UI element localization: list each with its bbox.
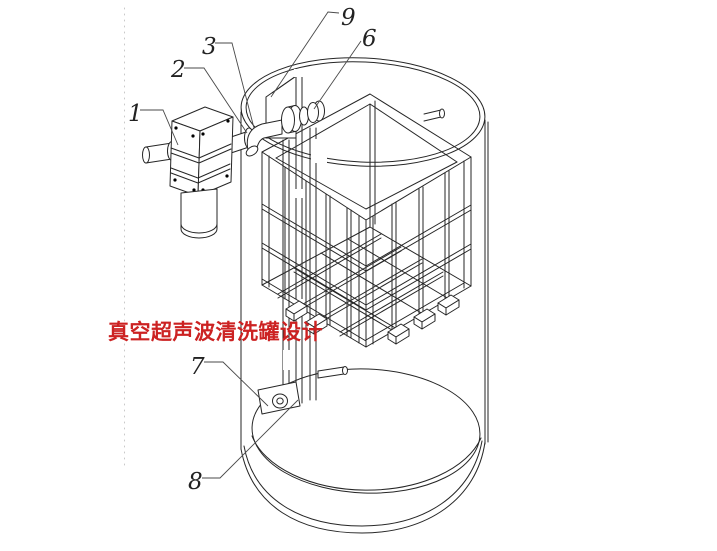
leader-line-1 bbox=[140, 109, 179, 146]
cage-slats-left bbox=[284, 166, 352, 339]
foot bbox=[305, 313, 328, 335]
elbow-mouth bbox=[245, 145, 259, 157]
callout-label-9: 9 bbox=[341, 5, 356, 31]
leader-line-6 bbox=[313, 40, 362, 110]
foot bbox=[413, 308, 436, 330]
cage-stub-rod bbox=[423, 108, 445, 122]
callout-label-6: 6 bbox=[362, 26, 377, 52]
gearbox-ribs bbox=[170, 143, 232, 184]
cage-corner-posts bbox=[261, 100, 472, 348]
carriage-block bbox=[311, 139, 327, 163]
tank bbox=[124, 7, 489, 534]
gearbox-side bbox=[197, 116, 234, 197]
drawing-title: 真空超声波清洗罐设计 bbox=[108, 320, 323, 344]
cage-feet bbox=[285, 294, 460, 345]
link-rod bbox=[317, 366, 345, 379]
callout-label-1: 1 bbox=[128, 101, 143, 127]
leader-line-7 bbox=[204, 361, 269, 407]
cage-top-face bbox=[261, 93, 472, 221]
callouts: 1 23 96 7 8 bbox=[128, 5, 377, 495]
motor-band bbox=[180, 223, 218, 234]
motor-body bbox=[180, 188, 218, 239]
callout-label-7: 7 bbox=[190, 354, 205, 380]
bracket-cap bbox=[294, 69, 307, 77]
foot bbox=[387, 323, 410, 345]
foot bbox=[285, 300, 308, 322]
callout-label-3: 3 bbox=[202, 34, 217, 60]
lift-column-foot bbox=[257, 366, 348, 415]
cage-slats-right bbox=[391, 170, 450, 333]
link-rod-end bbox=[342, 366, 348, 375]
tank-bottom bbox=[240, 368, 486, 534]
bottom-pulley-hub bbox=[276, 397, 284, 405]
motor-assembly bbox=[142, 106, 234, 239]
leader-line-2 bbox=[184, 67, 248, 134]
gearbox-bolts bbox=[173, 119, 230, 192]
leader-line-3 bbox=[215, 42, 255, 129]
cage-floor-slats bbox=[277, 233, 450, 337]
callout-label-8: 8 bbox=[188, 469, 203, 495]
tank-top-rim bbox=[240, 57, 486, 167]
basket-cage bbox=[261, 93, 472, 348]
callout-label-2: 2 bbox=[170, 57, 186, 83]
foot bbox=[437, 294, 460, 316]
leader-line-9 bbox=[270, 11, 340, 98]
input-shaft-end bbox=[142, 146, 150, 164]
leader-line-8 bbox=[202, 399, 299, 479]
